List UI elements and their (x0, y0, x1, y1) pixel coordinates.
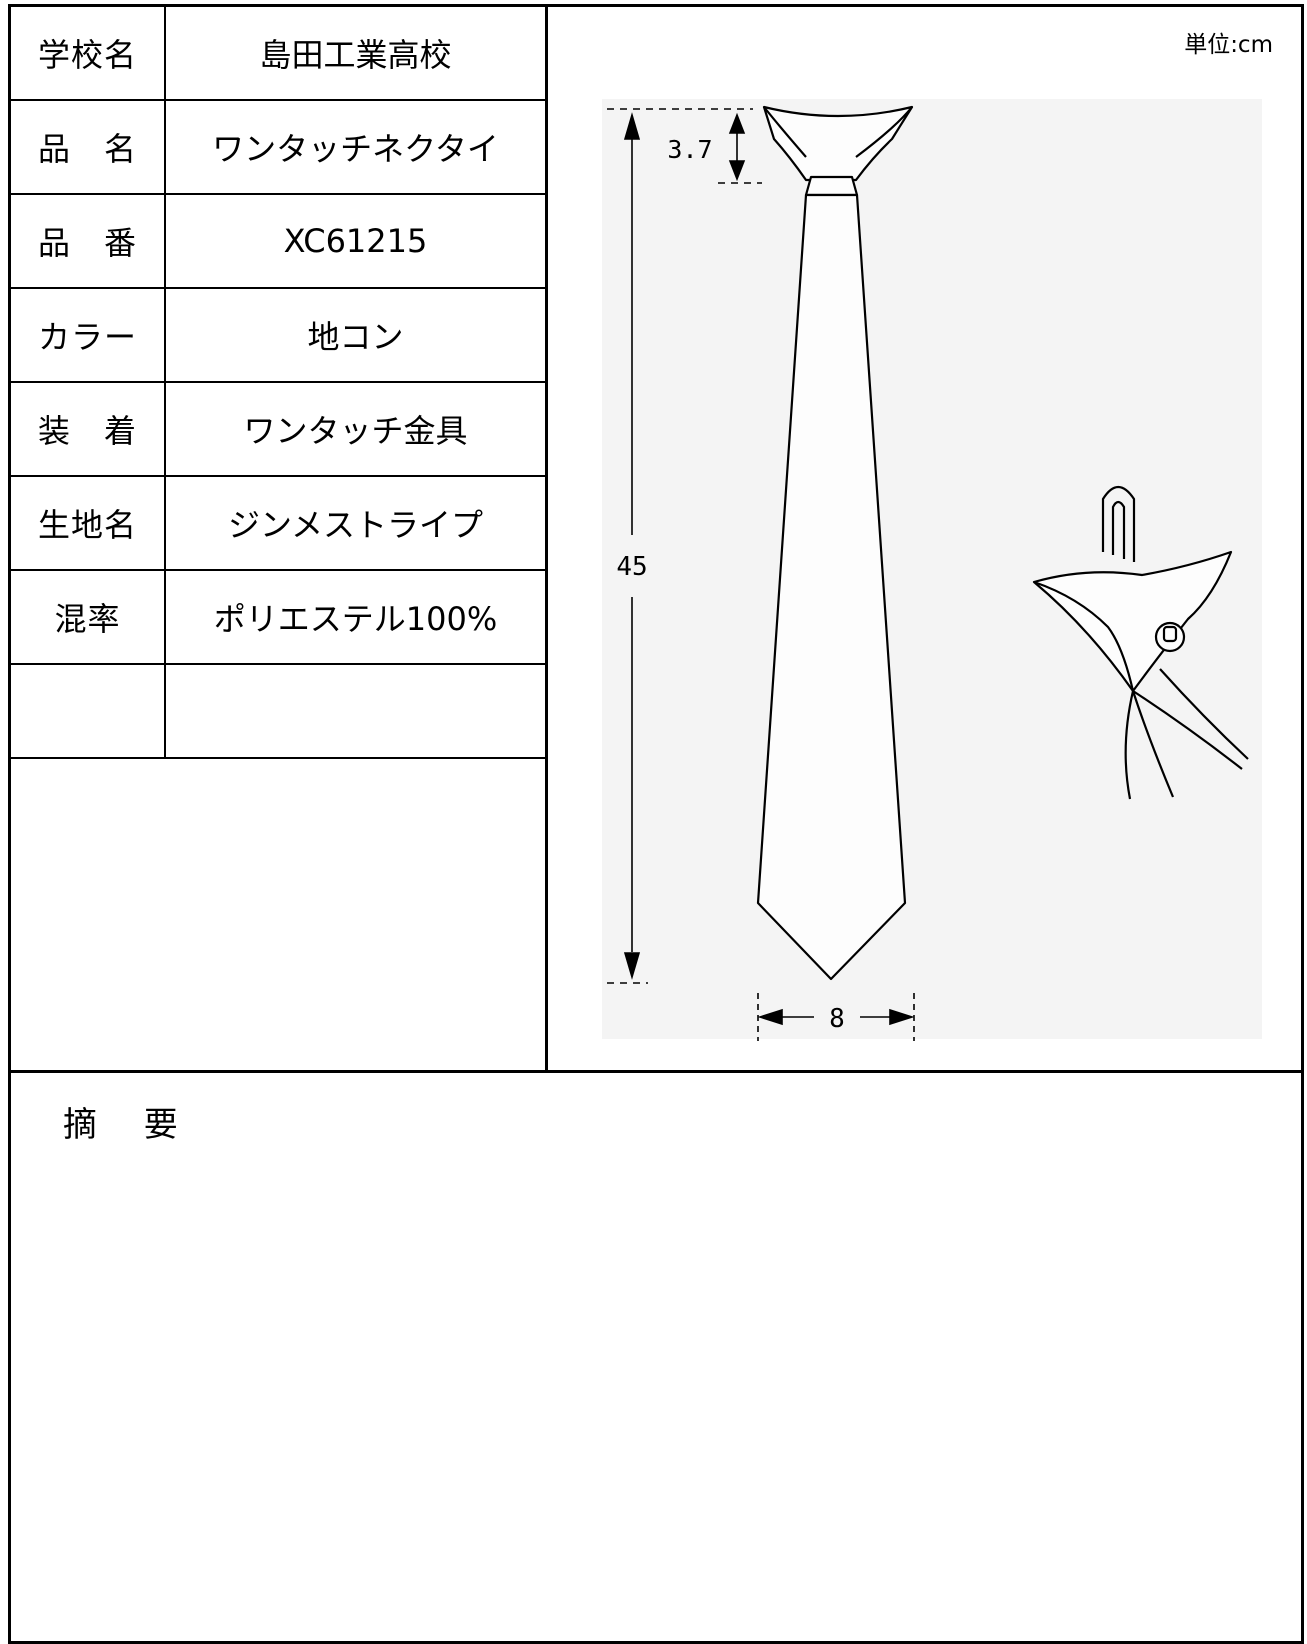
summary-divider (11, 1070, 1301, 1073)
spec-row-product-number: 品 番 XC61215 (11, 195, 545, 289)
spec-row-product-name: 品 名 ワンタッチネクタイ (11, 101, 545, 195)
tie-collar (762, 105, 914, 182)
spec-row-empty (11, 665, 545, 759)
width-dimension-label: 8 (829, 1004, 845, 1034)
spec-value: 地コン (307, 318, 404, 356)
spec-value: ワンタッチネクタイ (212, 130, 499, 168)
spec-row-fabric: 生地名 ジンメストライプ (11, 477, 545, 571)
spec-value (166, 665, 545, 757)
spec-label: 学校名 (11, 7, 166, 99)
spec-label (11, 665, 166, 757)
summary-label: 摘 要 (63, 1105, 196, 1145)
spec-label: 品 番 (11, 195, 166, 287)
spec-row-school: 学校名 島田工業高校 (11, 7, 545, 101)
spec-label: 品 名 (11, 101, 166, 193)
spec-row-composition: 混率 ポリエステル100% (11, 571, 545, 665)
width-dimension (757, 993, 915, 1041)
tie-blade (756, 193, 907, 981)
tie-drawing-panel: 単位:cm 45 (548, 7, 1301, 1070)
knot-dimension-label: 3.7 (667, 135, 712, 164)
spec-row-attachment: 装 着 ワンタッチ金具 (11, 383, 545, 477)
tie-illustration (756, 105, 914, 981)
spec-table: 学校名 島田工業高校 品 名 ワンタッチネクタイ 品 番 XC61215 カラー… (11, 7, 548, 1070)
tie-knot (804, 175, 859, 197)
spec-value: ポリエステル100% (213, 600, 498, 638)
spec-label: カラー (11, 289, 166, 381)
drawing-background (602, 99, 1262, 1039)
knot-dimension (718, 112, 762, 184)
spec-label: 装 着 (11, 383, 166, 475)
length-dimension-label: 45 (616, 552, 647, 582)
spec-label: 生地名 (11, 477, 166, 569)
spec-value: ワンタッチ金具 (243, 412, 468, 450)
spec-label: 混率 (11, 571, 166, 663)
unit-label: 単位:cm (1184, 32, 1273, 58)
spec-value: ジンメストライプ (227, 506, 484, 544)
spec-row-color: カラー 地コン (11, 289, 545, 383)
length-dimension (607, 108, 753, 984)
spec-value: XC61215 (283, 222, 428, 260)
clip-detail-illustration (1032, 485, 1249, 800)
spec-sheet: 学校名 島田工業高校 品 名 ワンタッチネクタイ 品 番 XC61215 カラー… (8, 4, 1304, 1644)
spec-value: 島田工業高校 (259, 36, 452, 74)
tie-drawing: 45 3.7 8 (602, 99, 1262, 1041)
